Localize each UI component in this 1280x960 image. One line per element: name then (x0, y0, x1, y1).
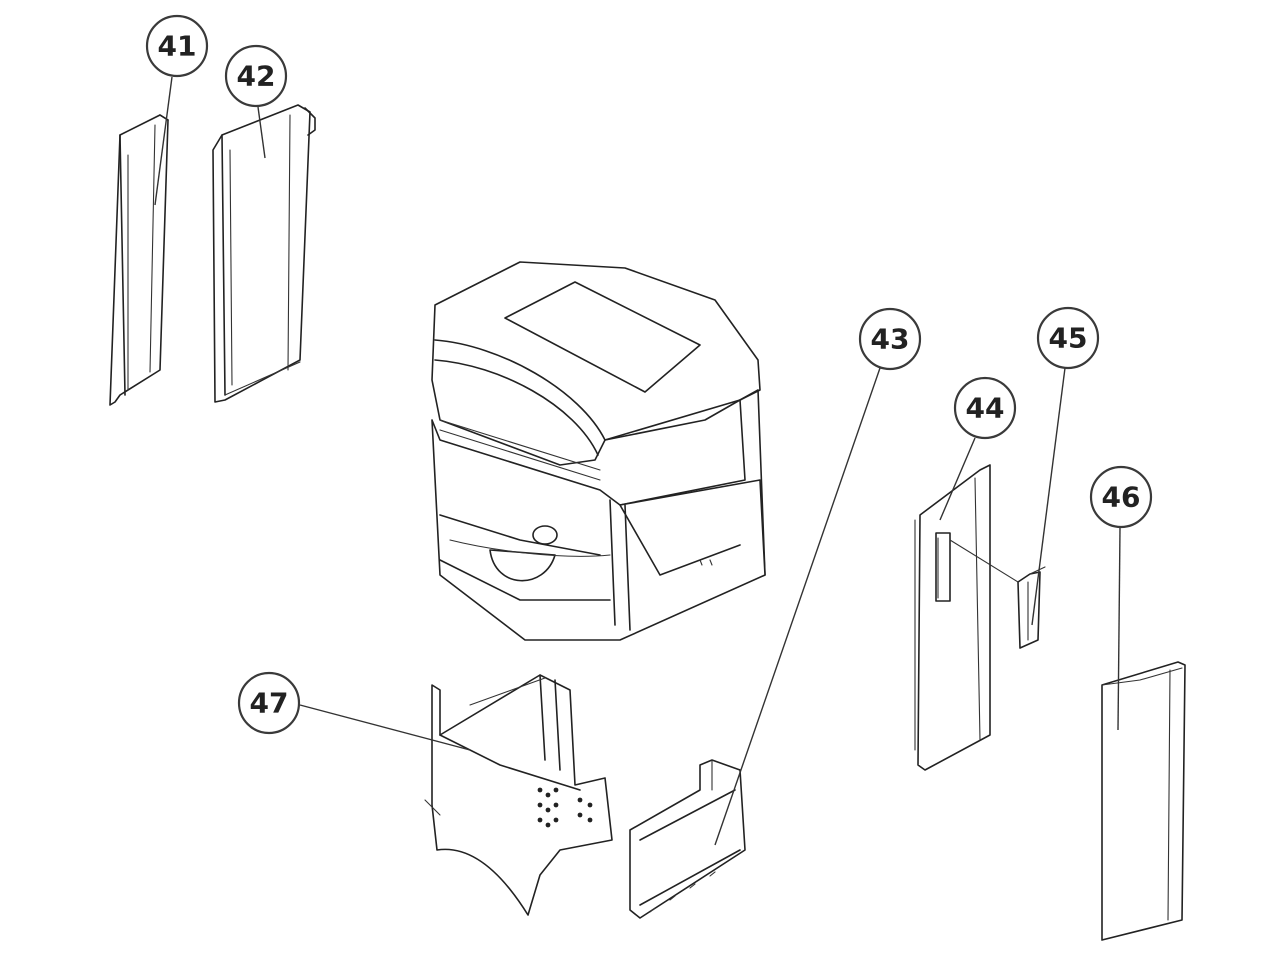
callout-43: 43 (858, 307, 922, 371)
leader-47 (299, 704, 471, 751)
callout-label: 42 (237, 60, 276, 93)
leader-lines (154, 76, 1121, 846)
callout-label: 41 (158, 30, 197, 63)
callout-label: 43 (871, 323, 910, 356)
callout-45: 45 (1036, 306, 1100, 370)
part-42-side-panel (212, 104, 316, 403)
leader-46 (1117, 527, 1121, 731)
callout-47: 47 (237, 671, 301, 735)
callout-41: 41 (145, 14, 209, 78)
callout-label: 46 (1102, 481, 1141, 514)
callout-44: 44 (953, 376, 1017, 440)
part-45-bracket (949, 539, 1046, 649)
part-47-front-shroud (424, 674, 613, 916)
leader-45 (1031, 367, 1066, 626)
leader-42 (257, 106, 266, 159)
part-41-side-panel (109, 114, 169, 406)
stove-body (431, 261, 766, 641)
callout-label: 44 (966, 392, 1005, 425)
callout-42: 42 (224, 44, 288, 108)
callout-label: 47 (250, 687, 289, 720)
callout-label: 45 (1049, 322, 1088, 355)
leader-41 (154, 76, 173, 206)
callout-46: 46 (1089, 465, 1153, 529)
part-44-door-panel (914, 464, 991, 771)
leader-44 (939, 437, 976, 521)
leader-43 (714, 367, 881, 846)
part-43-base-bracket (629, 759, 746, 919)
part-46-side-panel (1101, 661, 1186, 941)
